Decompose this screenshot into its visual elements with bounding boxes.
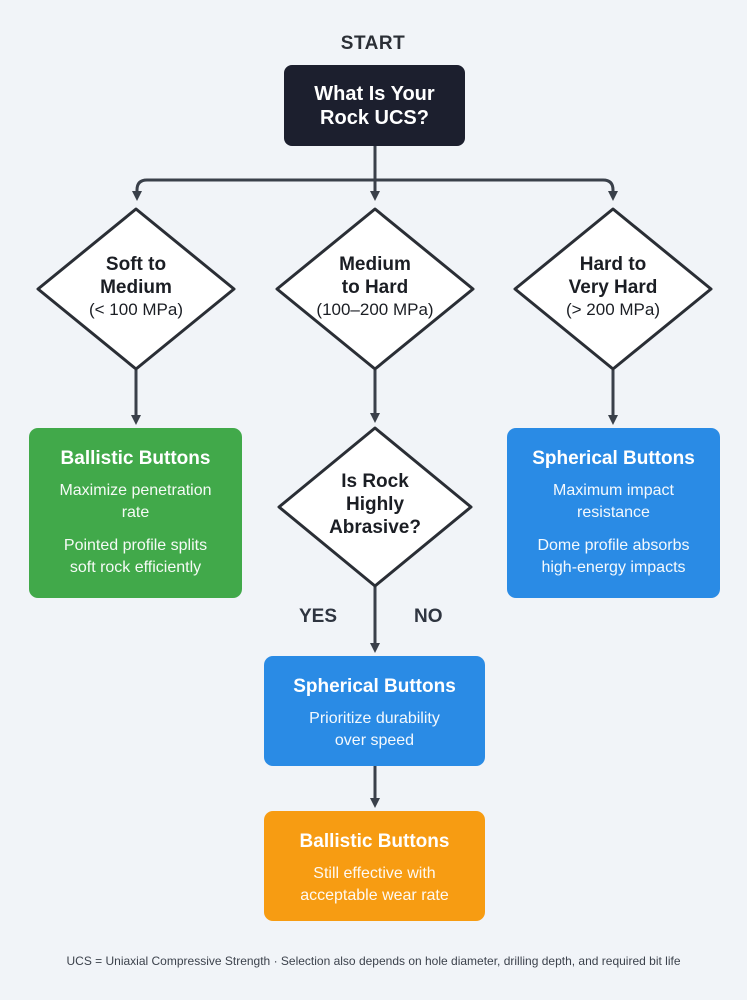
result-spherical-abrasive-line2: over speed [334,732,415,749]
decision-medium-range: (100–200 MPa) [316,299,434,319]
connector-split-left [132,178,375,201]
result-spherical-hard-line4: high-energy impacts [541,559,686,576]
decision-soft-line1: Soft to [105,254,167,275]
branch-label-yes: YES [299,606,338,627]
start-question-line2: Rock UCS? [320,106,429,129]
decision-abrasive-line1: Is Rock [341,471,409,492]
result-spherical-hard-line3: Dome profile absorbs [537,537,690,554]
decision-diamond-hard [513,207,713,371]
decision-abrasive-line2: Highly [345,493,405,515]
result-box-spherical-hard: Spherical Buttons Maximum impact resista… [507,428,720,598]
decision-hard-text: Hard to Very Hard (> 200 MPa) [528,254,698,320]
result-ballistic-nonabrasive-line2: acceptable wear rate [300,887,449,904]
result-box-ballistic-nonabrasive: Ballistic Buttons Still effective with a… [264,811,485,921]
result-box-spherical-abrasive: Spherical Buttons Prioritize durability … [264,656,485,766]
result-spherical-abrasive-title: Spherical Buttons [293,676,456,697]
footnote: UCS = Uniaxial Compressive Strength · Se… [66,954,681,968]
decision-diamond-soft [36,207,236,371]
result-ballistic-soft-line2: rate [121,504,150,521]
decision-hard-line2: Very Hard [568,276,658,298]
result-spherical-hard-title: Spherical Buttons [532,448,695,469]
decision-medium-text: Medium to Hard (100–200 MPa) [290,254,460,320]
result-ballistic-soft-line3: Pointed profile splits [63,537,208,554]
result-ballistic-soft-line1: Maximize penetration [59,482,212,499]
result-spherical-hard-line1: Maximum impact [553,482,674,499]
start-label: START [340,33,406,54]
result-ballistic-soft-line4: soft rock efficiently [69,559,202,576]
result-spherical-hard-line2: resistance [577,504,650,521]
branch-label-no: NO [414,606,443,627]
result-ballistic-soft-title: Ballistic Buttons [60,448,211,469]
result-ballistic-nonabrasive-line1: Still effective with [313,865,436,882]
start-question-box: What Is Your Rock UCS? [284,65,465,146]
connector-split-right [375,178,618,201]
decision-soft-text: Soft to Medium (< 100 MPa) [51,254,221,320]
decision-soft-range: (< 100 MPa) [88,299,183,319]
decision-abrasive-text: Is Rock Highly Abrasive? [290,471,460,539]
decision-soft-line2: Medium [100,276,172,298]
result-box-ballistic-soft: Ballistic Buttons Maximize penetration r… [29,428,242,598]
decision-medium-line1: Medium [339,254,411,275]
decision-diamond-abrasive [277,426,473,588]
decision-hard-range: (> 200 MPa) [565,299,660,319]
decision-abrasive-line3: Abrasive? [329,516,421,538]
result-spherical-abrasive-line1: Prioritize durability [309,710,440,727]
result-ballistic-nonabrasive-title: Ballistic Buttons [299,831,450,852]
start-question-line1: What Is Your [314,82,435,105]
decision-diamond-medium [275,207,475,371]
decision-hard-line1: Hard to [579,254,647,275]
decision-medium-line2: to Hard [341,276,409,298]
